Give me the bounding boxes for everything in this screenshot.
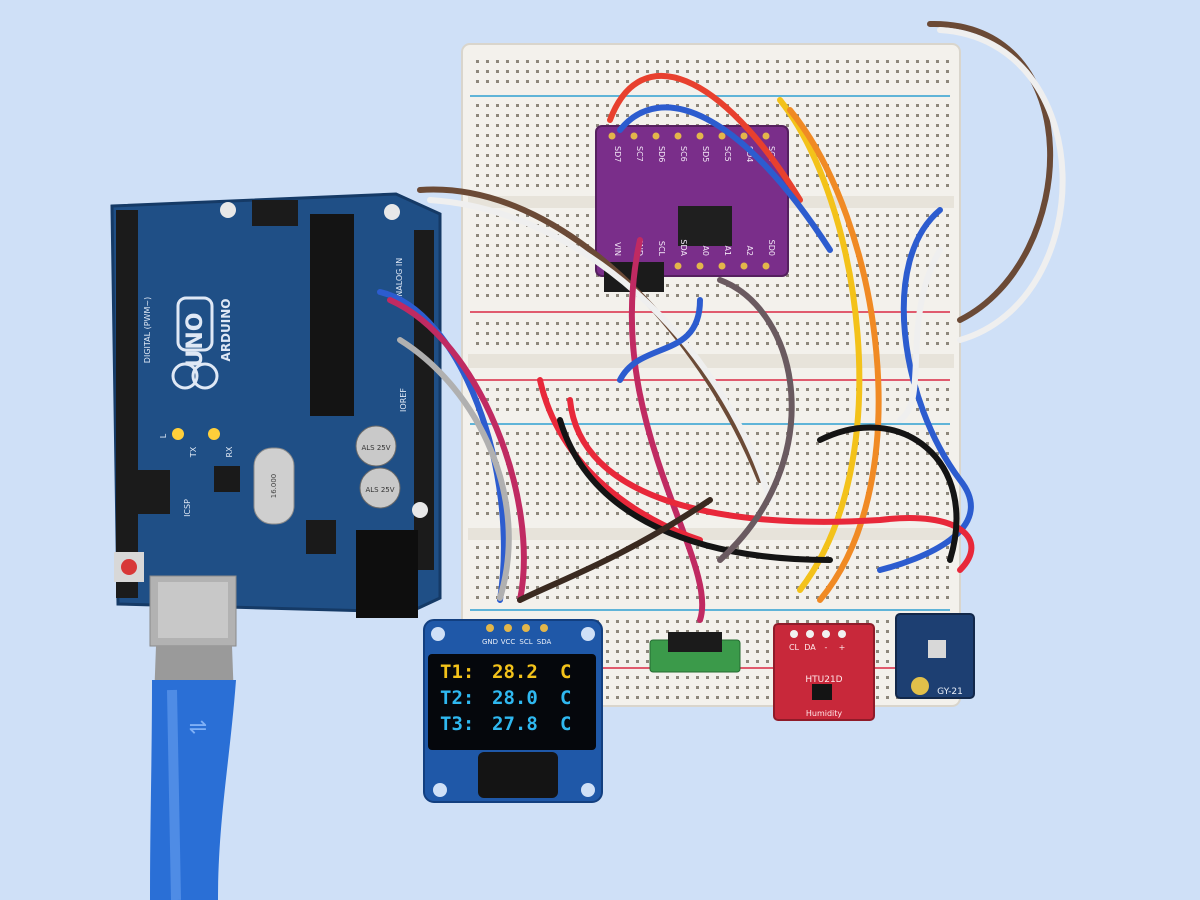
arduino-logo <box>171 296 219 390</box>
mux-pin-label: SD7 <box>613 146 622 162</box>
mux-pin-label: SD4 <box>745 146 754 162</box>
svg-text:TX: TX <box>189 446 198 458</box>
oled-screen <box>428 654 596 750</box>
capacitor-1 <box>355 425 397 467</box>
reset-button <box>121 559 137 575</box>
svg-text:ICSP: ICSP <box>183 499 192 517</box>
svg-text:L: L <box>159 433 168 438</box>
svg-text:DIGITAL (PWM~): DIGITAL (PWM~) <box>143 297 152 363</box>
svg-text:ALS 25V: ALS 25V <box>361 444 390 452</box>
mux-pin-label: SC5 <box>723 146 732 162</box>
analog-header <box>414 230 434 570</box>
oled-row-value: 28.2 <box>492 661 538 683</box>
svg-text:ANALOG IN: ANALOG IN <box>395 258 404 303</box>
svg-text:IOREF: IOREF <box>399 388 408 412</box>
arduino-uno-board: ALS 25V ALS 25V UNO ARDUINO DIGITAL (PWM… <box>110 192 442 618</box>
mux-chip <box>678 206 732 246</box>
oled-row-unit: C <box>560 713 571 735</box>
mux-pin-label: VIN <box>613 242 622 256</box>
oled-row-label: T2: <box>440 687 474 709</box>
oled-pin-label: GND <box>482 638 498 646</box>
htu-pin-label: + <box>839 643 846 652</box>
oled-row-unit: C <box>560 687 571 709</box>
oled-row-value: 28.0 <box>492 687 538 709</box>
svg-text:ARDUINO: ARDUINO <box>219 299 233 362</box>
oled-row-unit: C <box>560 661 571 683</box>
gy21-module: GY-21 <box>895 613 975 699</box>
oled-pin-label: VCC <box>501 638 516 646</box>
jumper-wires <box>377 20 1066 623</box>
atmega-chip <box>310 214 354 416</box>
htu21d-module: CL DA- + HTU21D Humidity <box>773 623 875 721</box>
svg-text:ALS 25V: ALS 25V <box>365 486 394 494</box>
oled-row-value: 27.8 <box>492 713 538 735</box>
htu-pin-label: - <box>825 643 828 652</box>
svg-text:UNO: UNO <box>183 313 208 368</box>
digital-header <box>116 210 138 598</box>
oled-row-label: T1: <box>440 661 474 683</box>
htu-pin-label: CL <box>789 643 800 652</box>
mux-pin-label: SC7 <box>635 146 644 162</box>
svg-text:HTU21D: HTU21D <box>805 675 842 685</box>
mux-pin-label: SD6 <box>657 146 666 162</box>
htu-pin-label: DA <box>804 643 816 652</box>
mux-pin-label: A2 <box>745 245 754 256</box>
oled-pin-label: SCL <box>519 638 532 646</box>
mux-pin-label: A1 <box>723 245 732 256</box>
mux-pin-label: SDA <box>679 239 688 256</box>
crystal <box>253 447 295 525</box>
svg-text:RX: RX <box>225 446 234 458</box>
mux-pin-label: SC6 <box>679 146 688 162</box>
capacitor-2 <box>359 467 401 509</box>
mux-pin-label: SD0 <box>767 240 776 256</box>
svg-text:16.000: 16.000 <box>270 474 278 499</box>
mux-pin-label: SD5 <box>701 146 710 162</box>
svg-text:Humidity: Humidity <box>806 709 843 718</box>
mux-pin-label: A0 <box>701 245 710 256</box>
power-jack <box>356 530 418 618</box>
svg-text:GY-21: GY-21 <box>937 687 963 697</box>
oled-row-label: T3: <box>440 713 474 735</box>
oled-pin-label: SDA <box>537 638 552 646</box>
usb-cable: ⇌ <box>149 575 237 900</box>
mux-pin-label: SCL <box>657 241 666 257</box>
usb-icon: ⇌ <box>189 715 207 740</box>
